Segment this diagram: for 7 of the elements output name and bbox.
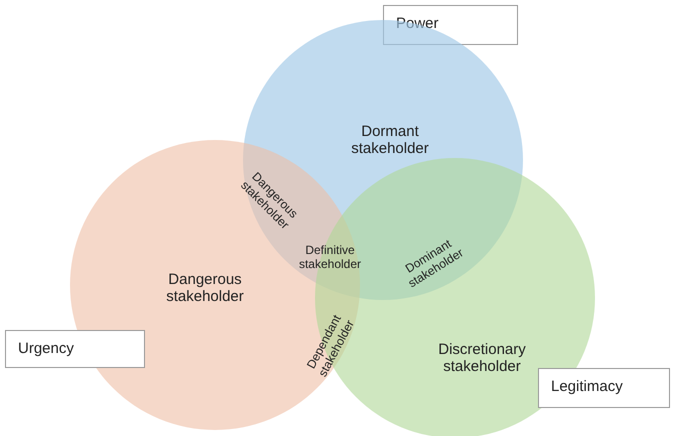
region-label: Discretionary stakeholder [437,341,527,375]
region-label: Dormant stakeholder [350,123,430,157]
label-box: Power [383,5,518,45]
region-label: Dangerous stakeholder [165,271,245,305]
label-box: Legitimacy [538,368,670,408]
overlap-label: Definitive stakeholder [298,243,362,271]
label-box: Urgency [5,330,145,368]
